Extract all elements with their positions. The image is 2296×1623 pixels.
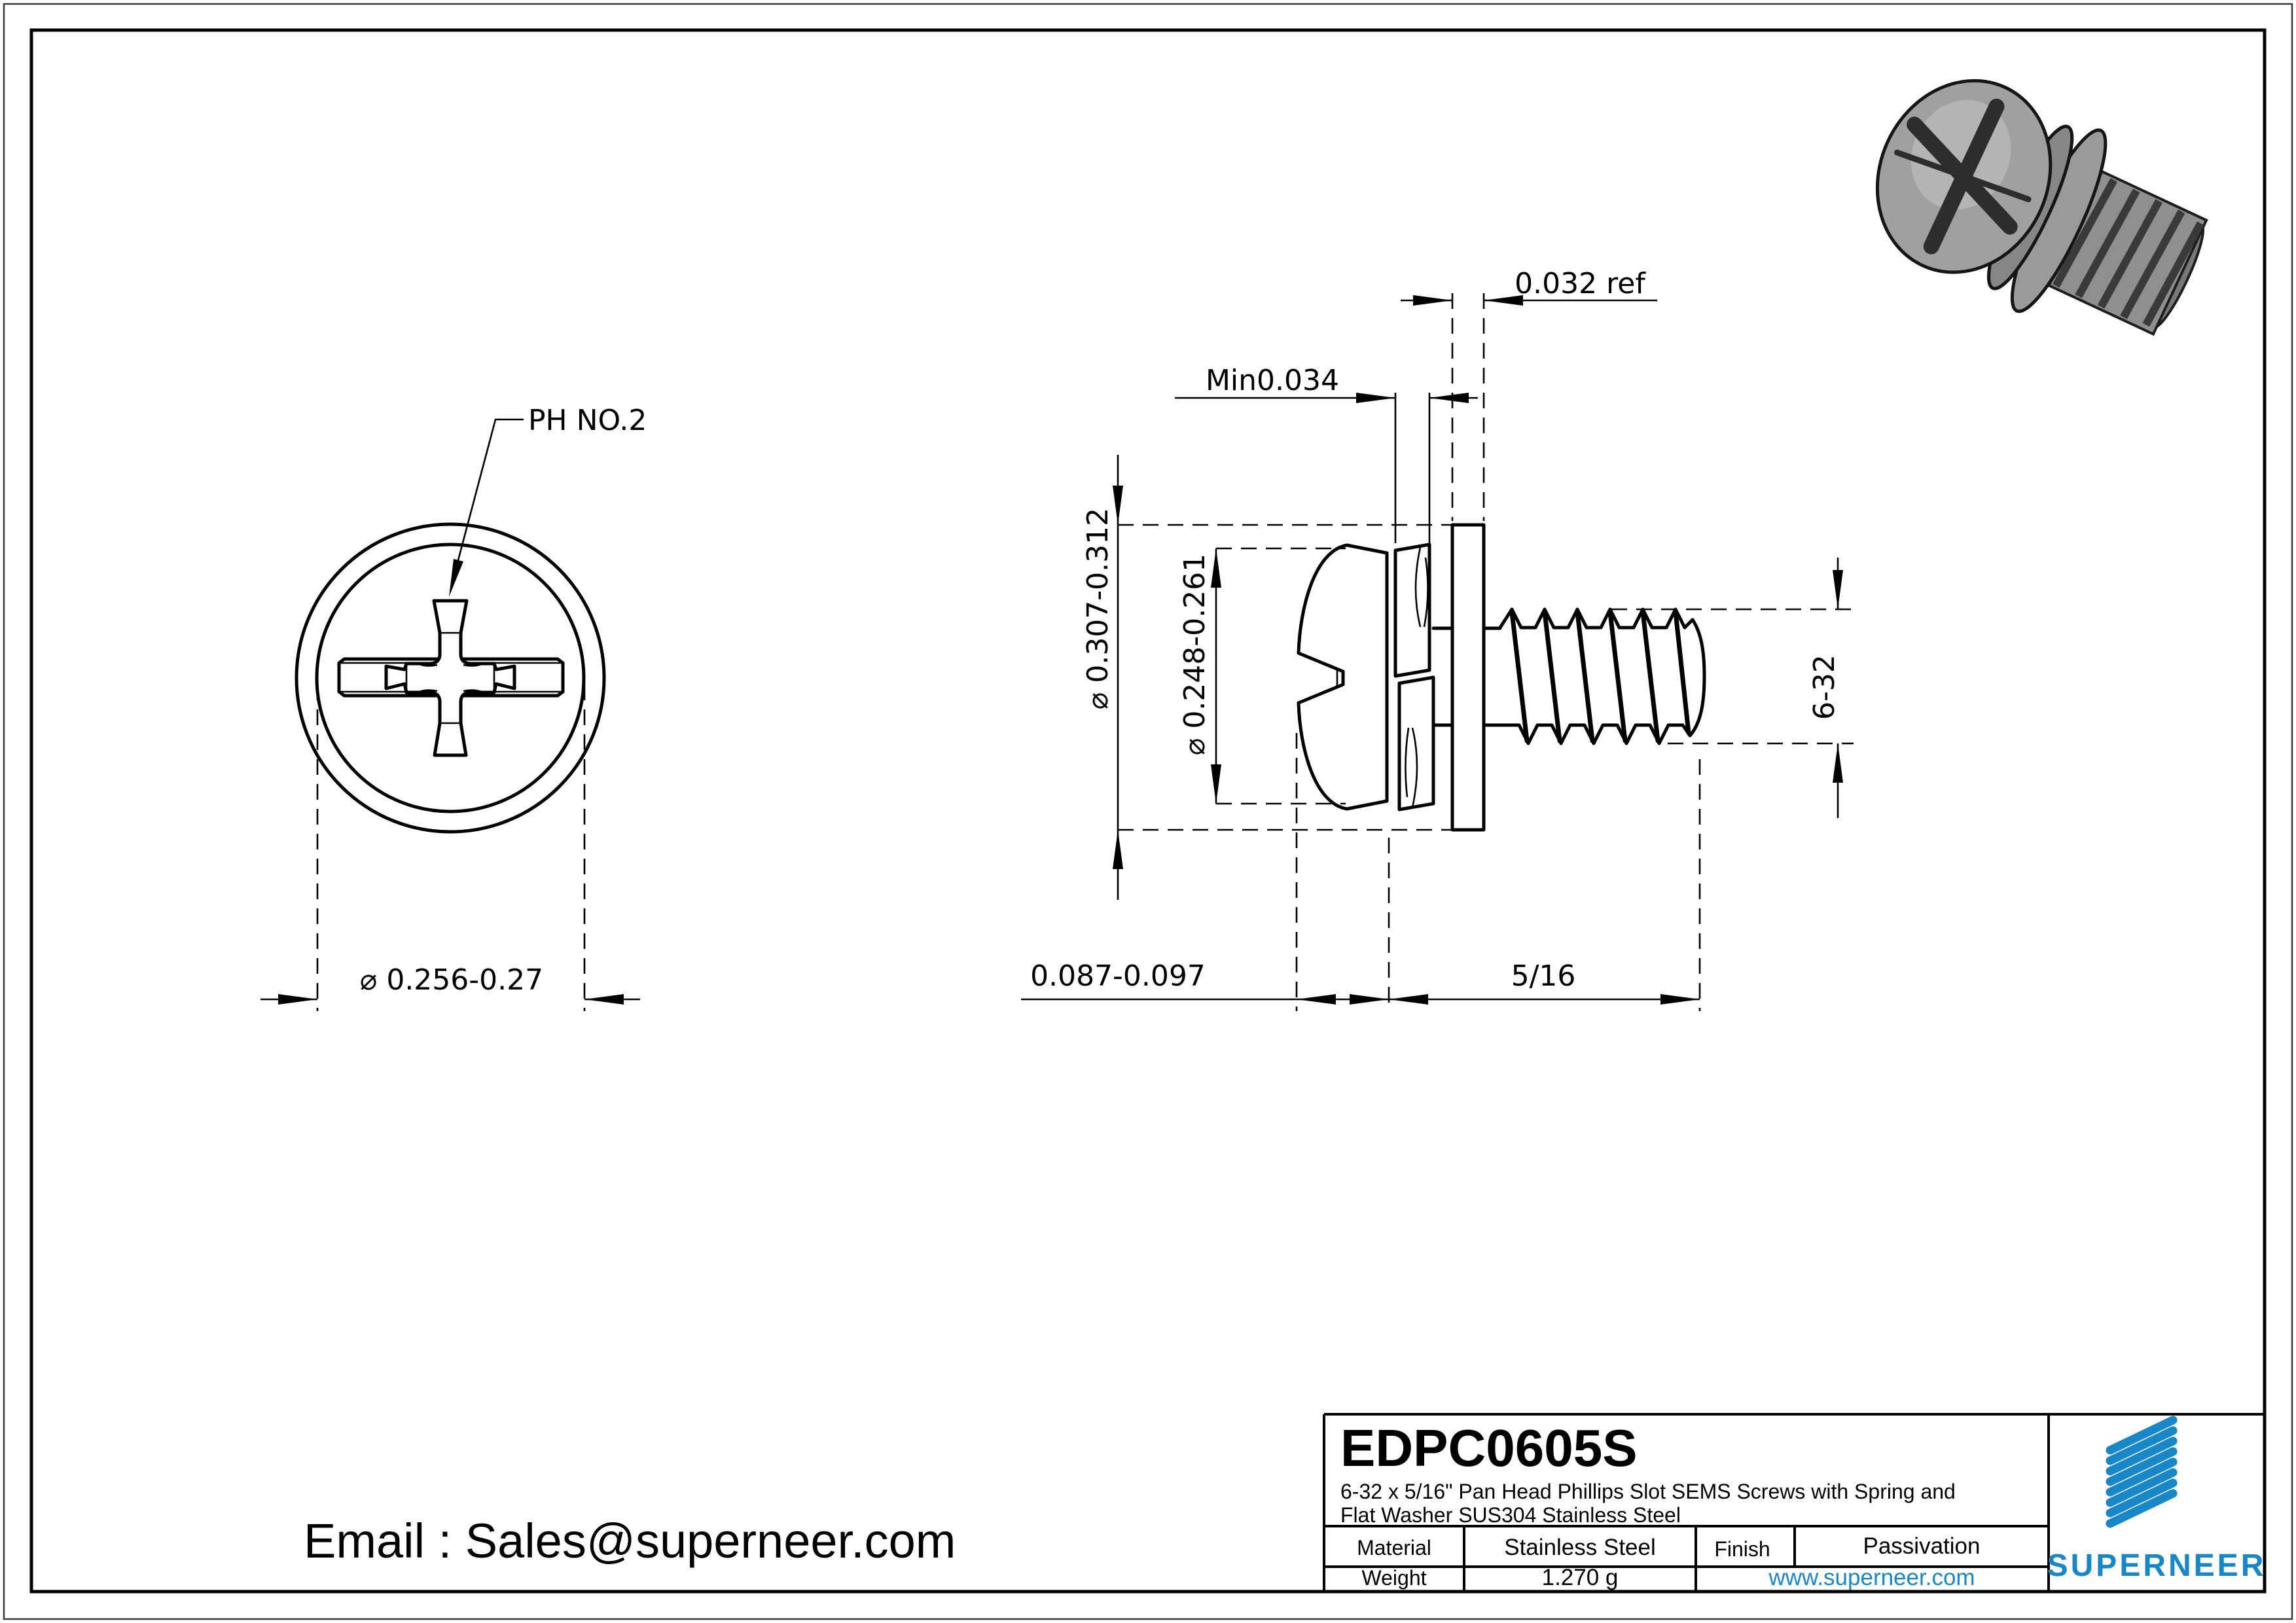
- dim-arrow-icon: [584, 994, 624, 1005]
- dim-arrow-icon: [1350, 994, 1389, 1005]
- material-value: Stainless Steel: [1504, 1535, 1656, 1560]
- shank-lines: [1431, 626, 1502, 727]
- brand-wordmark: SUPERNEER: [2047, 1548, 2267, 1583]
- dim-arrow-icon: [1429, 393, 1469, 403]
- email-text: Email : Sales@superneer.com: [304, 1514, 956, 1568]
- phillips-fillets: [416, 662, 485, 694]
- dim-arrow-icon: [1484, 295, 1523, 306]
- dim-arrow-icon: [1297, 994, 1336, 1005]
- drive-leader-line: [457, 418, 524, 561]
- thread-flank-lines: [1509, 609, 1691, 743]
- description-line1: 6-32 x 5/16" Pan Head Phillips Slot SEMS…: [1340, 1480, 1956, 1503]
- dim-arrow-icon: [1833, 570, 1843, 609]
- finish-label: Finish: [1714, 1537, 1770, 1561]
- title-block-lines: [1323, 1413, 2265, 1592]
- weight-value: 1.270 g: [1542, 1565, 1619, 1590]
- flat-washer-profile: [1450, 523, 1486, 832]
- drawing-frame: [29, 28, 2267, 1594]
- dim-arrow-icon: [1833, 743, 1843, 783]
- drive-label: PH NO.2: [528, 404, 647, 437]
- dim-arrow-icon: [1356, 393, 1395, 403]
- dim-arrow-icon: [1413, 295, 1452, 306]
- dim-arrow-icon: [1113, 830, 1123, 869]
- phillips-cross: [384, 599, 516, 757]
- thread-top-profile: [1498, 607, 1695, 630]
- part-number: EDPC0605S: [1340, 1419, 1638, 1477]
- leader-arrowhead-icon: [449, 559, 463, 597]
- description-line2: Flat Washer SUS304 Stainless Steel: [1340, 1503, 1681, 1527]
- finish-value: Passivation: [1863, 1533, 1981, 1559]
- spring-min-text: Min0.034: [1206, 364, 1339, 397]
- spring-washer-lower: [1397, 675, 1435, 812]
- outer-border: [3, 3, 2293, 1620]
- thread-size-extension-lines: [1611, 608, 1854, 745]
- washer-ref-extension-lines: [1451, 293, 1485, 521]
- dim-arrow-icon: [1211, 548, 1221, 588]
- spring-washer-upper: [1393, 543, 1431, 678]
- thread-tip: [1688, 618, 1706, 738]
- slot-floor-lines: [339, 662, 563, 693]
- material-label: Material: [1357, 1536, 1431, 1560]
- screw-3d-render: [1875, 79, 2208, 336]
- dim-arrow-icon: [1660, 994, 1700, 1005]
- dim-arrow-icon: [1113, 486, 1123, 525]
- length-extension-lines: [1295, 733, 1701, 1011]
- washer-od-text: ⌀ 0.307-0.312: [1081, 508, 1115, 709]
- thread-ridges: [2052, 178, 2204, 327]
- website-link: www.superneer.com: [1768, 1565, 1975, 1590]
- side-view: ⌀ 0.307-0.312 ⌀ 0.248-0.261 Min0.034 0.0…: [1021, 267, 1854, 1011]
- head-od-extension-lines: [1216, 547, 1346, 805]
- dim-arrow-icon: [278, 994, 317, 1005]
- dim-arrow-icon: [1389, 994, 1428, 1005]
- pan-head-profile: [1297, 543, 1389, 811]
- phillips-wedge-lines: [405, 632, 495, 724]
- washer-ref-text: 0.032 ref: [1515, 267, 1646, 300]
- title-block: EDPC0605S 6-32 x 5/16" Pan Head Phillips…: [1323, 1413, 2267, 1592]
- head-dia-extension-lines: [316, 685, 586, 1011]
- superneer-logo-icon: [2106, 1416, 2178, 1528]
- front-view: PH NO.2 ⌀ 0.256-0.27: [260, 404, 647, 1011]
- washer-od-extension-lines: [1118, 524, 1452, 831]
- head-height-text: 0.087-0.097: [1030, 959, 1206, 993]
- weight-label: Weight: [1361, 1566, 1426, 1590]
- thread-length-text: 5/16: [1511, 959, 1576, 993]
- thread-size-text: 6-32: [1808, 654, 1841, 720]
- spring-washer-split-lines: [1405, 546, 1429, 808]
- spring-extension-lines: [1394, 393, 1431, 543]
- thread-bottom-profile: [1498, 723, 1692, 745]
- head-dia-text: ⌀ 0.256-0.27: [360, 963, 543, 997]
- dim-arrow-icon: [1211, 764, 1221, 804]
- head-od-text: ⌀ 0.248-0.261: [1178, 554, 1211, 755]
